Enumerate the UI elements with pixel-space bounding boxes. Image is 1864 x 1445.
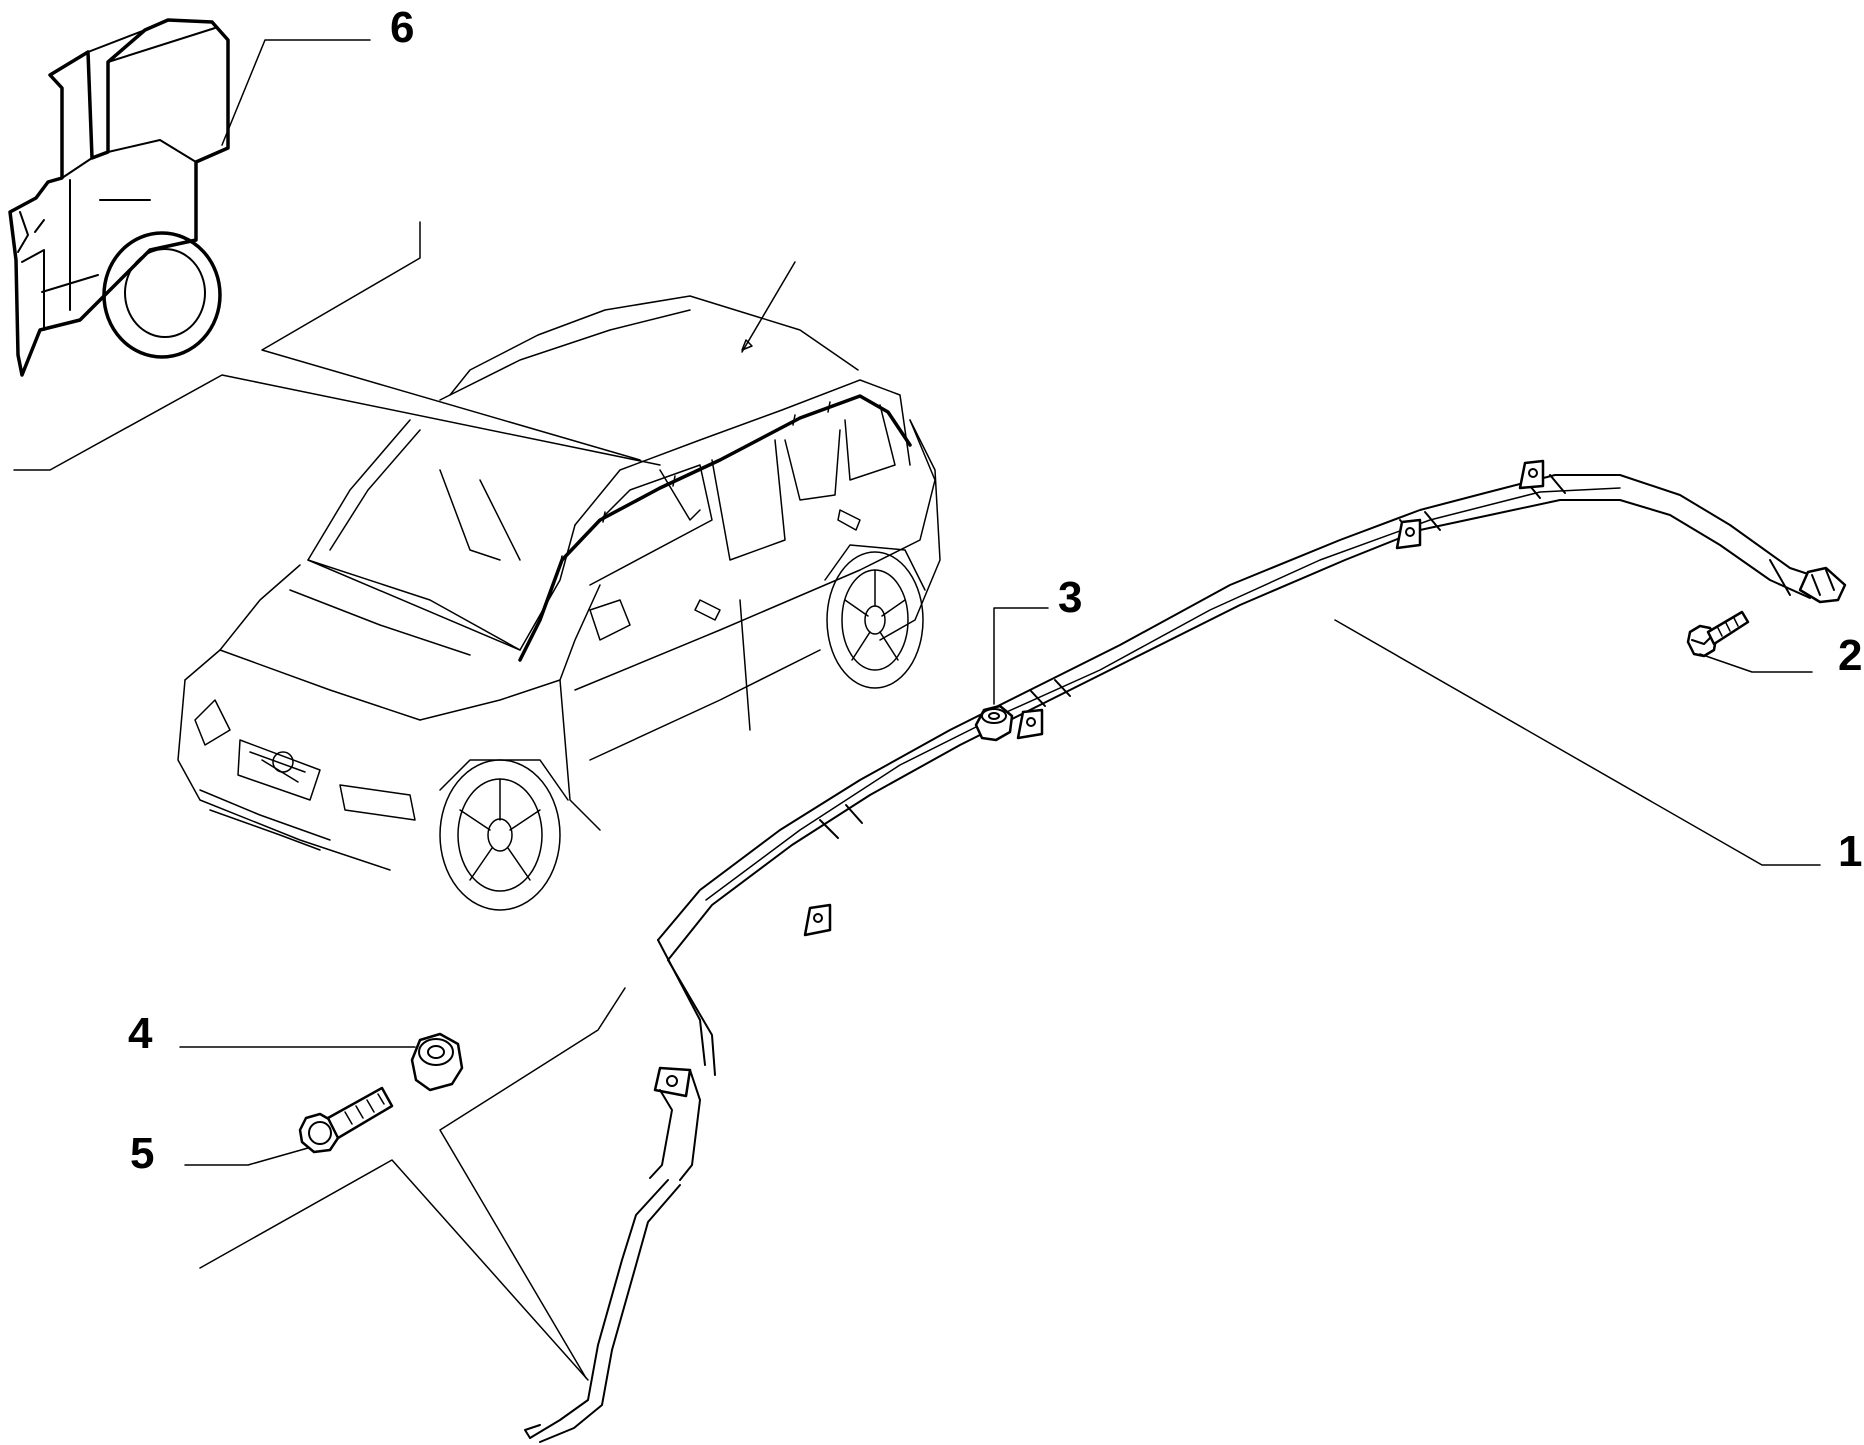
detail-line-6a bbox=[261, 221, 641, 461]
leader-6 bbox=[221, 39, 371, 146]
part-6-clip bbox=[8, 18, 230, 377]
vehicle-outline bbox=[177, 261, 941, 911]
detail-line-45b bbox=[199, 1159, 589, 1381]
leader-3 bbox=[993, 607, 1049, 705]
detail-line-6b bbox=[13, 374, 661, 471]
part-2-bolt bbox=[1686, 610, 1750, 658]
part-4-nut bbox=[410, 1032, 464, 1092]
vehicle-roof-rail-highlight bbox=[518, 394, 912, 662]
vehicle-rail-tabs bbox=[559, 401, 831, 567]
leader-2 bbox=[1699, 653, 1813, 673]
callout-3: 3 bbox=[1058, 573, 1083, 622]
part-5-bolt bbox=[298, 1086, 394, 1154]
callout-6: 6 bbox=[390, 3, 415, 52]
part-3-nut bbox=[974, 704, 1014, 742]
callout-1: 1 bbox=[1838, 827, 1863, 876]
callout-2: 2 bbox=[1838, 631, 1863, 680]
leader-5 bbox=[184, 1147, 309, 1166]
callout-5: 5 bbox=[130, 1129, 155, 1178]
callout-4: 4 bbox=[128, 1009, 153, 1058]
detail-line-45a bbox=[439, 987, 626, 1379]
part-1-curtain-airbag bbox=[524, 459, 1847, 1443]
leader-1 bbox=[1334, 619, 1821, 866]
